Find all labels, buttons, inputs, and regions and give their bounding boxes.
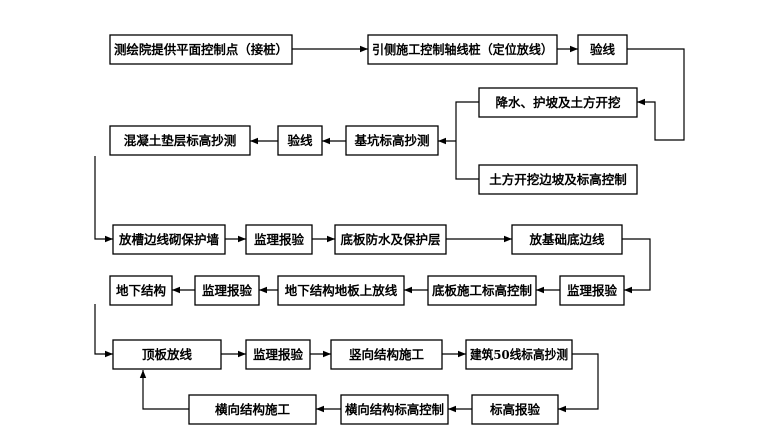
- node-label: 测绘院提供平面控制点（接桩）: [114, 42, 288, 57]
- node-n7: 验线: [277, 125, 323, 156]
- node-label: 监理报验: [254, 232, 305, 247]
- node-n13: 监理报验: [559, 275, 625, 306]
- edge-n24-n18: [139, 370, 189, 410]
- node-n6: 基坑标高抄测: [345, 125, 439, 156]
- edge-n21-n22: [558, 353, 599, 413]
- node-label: 地下结构地板上放线: [285, 283, 398, 298]
- edge-n17-n18: [94, 304, 113, 358]
- node-label: 标高报验: [489, 402, 541, 417]
- edge-n12-n13: [622, 238, 651, 294]
- node-n11: 底板防水及保护层: [334, 224, 447, 255]
- node-label: 监理报验: [202, 283, 253, 298]
- node-n9: 放槽边线砌保护墙: [112, 224, 226, 255]
- node-label: 验线: [590, 42, 616, 57]
- flow-nodes: 测绘院提供平面控制点（接桩） 引侧施工控制轴线桩（定位放线） 验线 降水、护坡及…: [109, 34, 638, 425]
- node-n24: 横向结构施工: [188, 394, 317, 425]
- node-label: 底板防水及保护层: [340, 232, 441, 247]
- flow-edges: [94, 45, 685, 413]
- node-label: 地下结构: [116, 283, 166, 298]
- node-label: 横向结构施工: [215, 402, 291, 417]
- node-label: 验线: [287, 133, 313, 148]
- node-n20: 竖向结构施工: [330, 339, 443, 370]
- node-n23: 横向结构标高控制: [340, 394, 449, 425]
- node-n17: 地下结构: [109, 275, 173, 306]
- node-n8: 混凝土垫层标高抄测: [109, 125, 251, 156]
- node-n10: 监理报验: [245, 224, 313, 255]
- node-n12: 放基础底边线: [511, 224, 623, 255]
- edge-n4-junction: [455, 101, 479, 180]
- node-label: 建筑50线标高抄测: [470, 347, 568, 362]
- node-label: 竖向结构施工: [349, 347, 425, 362]
- node-n22: 标高报验: [471, 394, 559, 425]
- node-label: 底板施工标高控制: [432, 283, 532, 298]
- node-n18: 顶板放线: [112, 339, 222, 370]
- node-label: 基坑标高抄测: [353, 133, 429, 148]
- node-label: 降水、护坡及土方开挖: [495, 95, 621, 110]
- node-n2: 引侧施工控制轴线桩（定位放线）: [367, 34, 558, 65]
- edge-n8-n9: [94, 156, 113, 243]
- node-label: 放基础底边线: [528, 232, 605, 247]
- node-n14: 底板施工标高控制: [427, 275, 537, 306]
- node-label: 监理报验: [253, 347, 304, 362]
- node-label: 横向结构标高控制: [345, 402, 444, 417]
- node-n15: 地下结构地板上放线: [277, 275, 405, 306]
- node-label: 引侧施工控制轴线桩（定位放线）: [372, 42, 553, 57]
- node-n19: 监理报验: [245, 339, 311, 370]
- node-n21: 建筑50线标高抄测: [465, 339, 573, 370]
- node-n3: 验线: [577, 34, 628, 65]
- node-label: 监理报验: [567, 283, 618, 298]
- node-label: 混凝土垫层标高抄测: [124, 133, 237, 148]
- node-n16: 监理报验: [194, 275, 260, 306]
- node-label: 顶板放线: [142, 347, 193, 362]
- node-n4: 降水、护坡及土方开挖: [478, 87, 638, 118]
- node-label: 土方开挖边坡及标高控制: [489, 172, 627, 187]
- node-label: 放槽边线砌保护墙: [118, 232, 220, 247]
- edge-n3-n4-loop: [627, 48, 685, 141]
- node-n1: 测绘院提供平面控制点（接桩）: [109, 34, 293, 65]
- node-n5: 土方开挖边坡及标高控制: [478, 164, 638, 195]
